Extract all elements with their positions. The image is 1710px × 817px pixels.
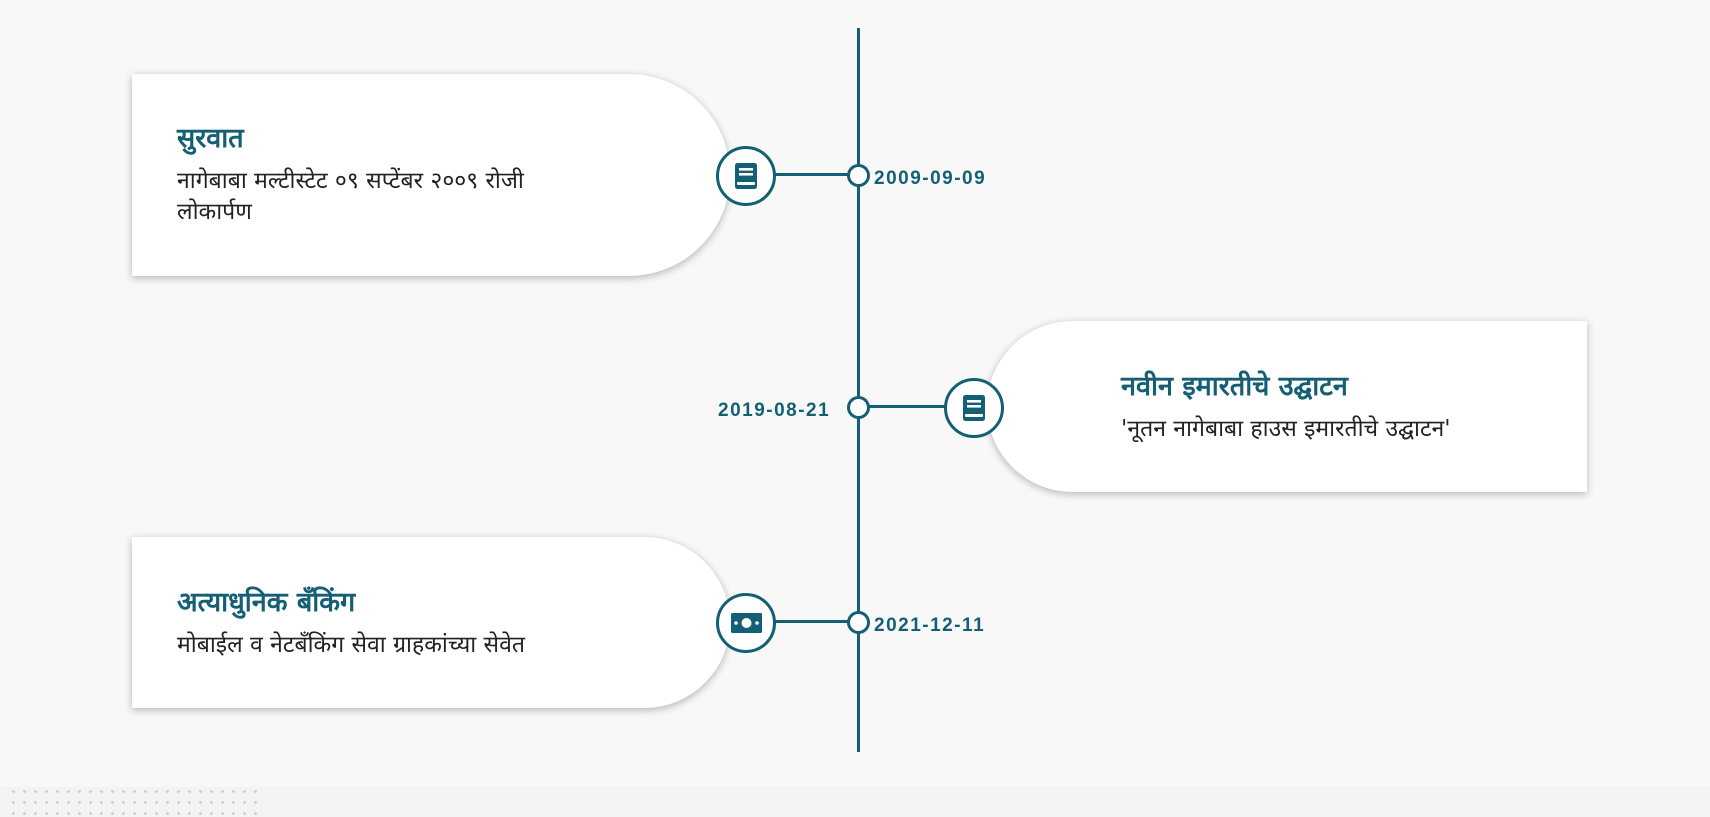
timeline-card-1: सुरवात नागेबाबा मल्टीस्टेट ०९ सप्टेंबर २…: [132, 74, 730, 276]
event-date: 2009-09-09: [874, 168, 987, 189]
event-icon-badge: [716, 593, 776, 653]
event-icon-badge: [716, 146, 776, 206]
book-icon: [963, 395, 985, 421]
event-title: नवीन इमारतीचे उद्घाटन: [1121, 371, 1348, 402]
timeline-card-2: नवीन इमारतीचे उद्घाटन 'नूतन नागेबाबा हाउ…: [987, 321, 1587, 492]
event-date: 2019-08-21: [718, 400, 831, 421]
timeline-line: [857, 28, 860, 752]
timeline-connector: [773, 620, 858, 623]
event-title: सुरवात: [177, 123, 244, 154]
event-date: 2021-12-11: [874, 615, 986, 636]
event-description: मोबाईल व नेटबँकिंग सेवा ग्राहकांच्या सेव…: [177, 632, 525, 658]
event-icon-badge: [944, 378, 1004, 438]
money-bill-icon: [731, 613, 762, 633]
timeline-connector: [773, 173, 858, 176]
event-description: नागेबाबा मल्टीस्टेट ०९ सप्टेंबर २००९ रोज…: [177, 168, 524, 225]
footer-band: [0, 787, 1710, 817]
timeline-node: [847, 611, 870, 634]
book-icon: [735, 163, 757, 189]
timeline-node: [847, 164, 870, 187]
event-title: अत्याधुनिक बँकिंग: [177, 587, 356, 618]
timeline-connector: [858, 405, 950, 408]
timeline-card-3: अत्याधुनिक बँकिंग मोबाईल व नेटबँकिंग सेव…: [132, 537, 730, 708]
event-description: 'नूतन नागेबाबा हाउस इमारतीचे उद्घाटन': [1121, 416, 1451, 442]
timeline-node: [847, 396, 870, 419]
decorative-dot-pattern: [8, 786, 260, 817]
